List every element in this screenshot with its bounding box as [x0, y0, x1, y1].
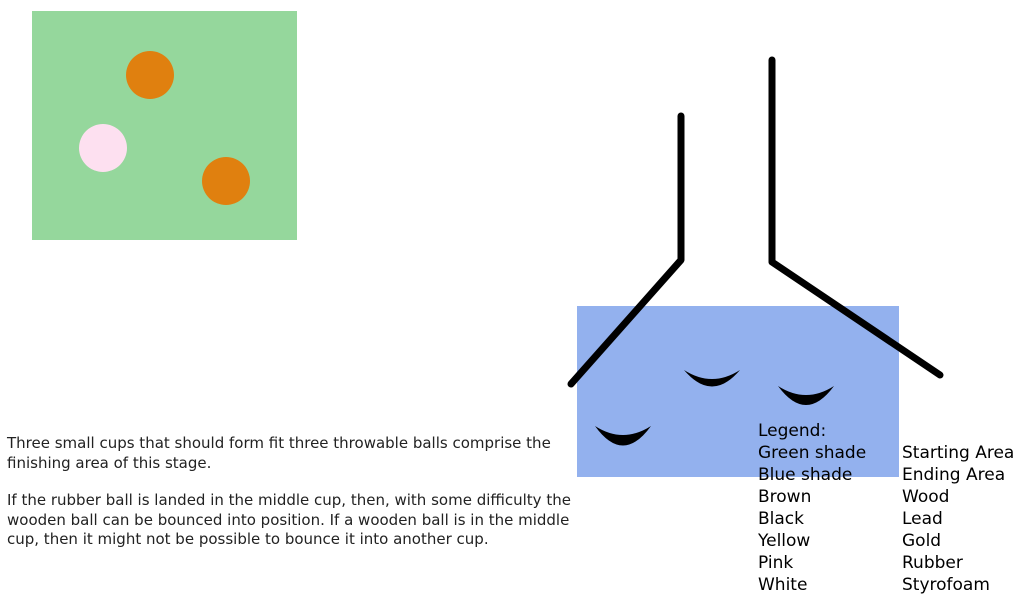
- legend-keys: Green shade Blue shade Brown Black Yello…: [758, 442, 866, 596]
- left-ramp: [567, 112, 685, 388]
- legend-title: Legend:: [758, 421, 827, 441]
- legend-value-ending-area: Ending Area: [902, 465, 1006, 485]
- legend-key-yellow: Yellow: [758, 531, 811, 551]
- left-cup: [595, 426, 651, 446]
- wooden-ball: [126, 51, 174, 99]
- legend-value-rubber: Rubber: [902, 553, 963, 573]
- right-ramp: [768, 56, 944, 379]
- legend-value-styrofoam: Styrofoam: [902, 575, 990, 595]
- middle-cup: [684, 370, 740, 387]
- description-paragraph-1: Three small cups that should form fit th…: [7, 434, 551, 472]
- legend-key-white: White: [758, 575, 808, 595]
- legend-key-black: Black: [758, 509, 804, 529]
- legend-value-starting-area: Starting Area: [902, 443, 1015, 463]
- legend-value-gold: Gold: [902, 531, 942, 551]
- ending-area: [577, 306, 899, 477]
- legend-key-green-shade: Green shade: [758, 443, 867, 463]
- legend-key-pink: Pink: [758, 553, 794, 573]
- legend-values: Starting Area Ending Area Wood Lead Gold…: [902, 442, 1014, 596]
- wooden-ball: [202, 157, 250, 205]
- legend-value-lead: Lead: [902, 509, 943, 529]
- rubber-ball: [79, 124, 127, 172]
- starting-area: [32, 11, 297, 240]
- description-paragraph-2: If the rubber ball is landed in the midd…: [7, 491, 571, 548]
- legend-key-blue-shade: Blue shade: [758, 465, 853, 485]
- legend-key-brown: Brown: [758, 487, 812, 507]
- legend-value-wood: Wood: [902, 487, 950, 507]
- right-cup: [778, 386, 834, 405]
